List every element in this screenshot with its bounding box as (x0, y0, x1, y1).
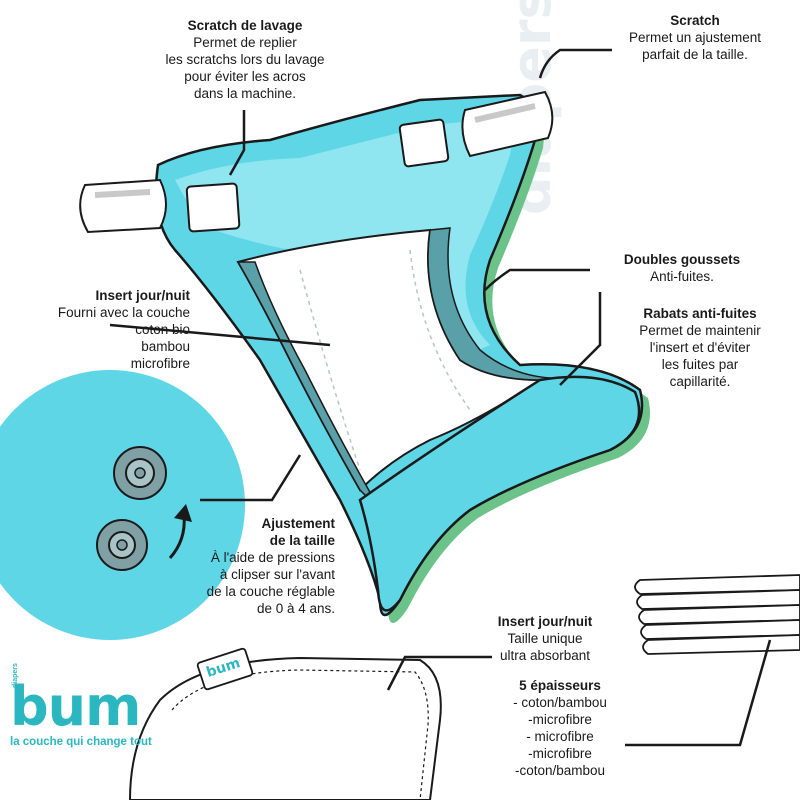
label-line: capillarité. (669, 374, 731, 389)
label-line: Anti-fuites. (650, 269, 714, 284)
label-line: à clipser sur l'avant (219, 567, 335, 582)
label-scratch: Scratch Permet un ajustement parfait de … (600, 12, 790, 63)
insert-tag-box (196, 647, 254, 691)
label-doubles-goussets: Doubles goussets Anti-fuites. (582, 251, 782, 285)
logo-word: bum (10, 675, 141, 738)
label-title: 5 épaisseurs (519, 678, 601, 693)
label-epaisseurs: 5 épaisseurs - coton/bambou -microfibre … (490, 677, 630, 779)
label-line: parfait de la taille. (642, 47, 748, 62)
label-line: les scratchs lors du lavage (165, 52, 325, 67)
label-line: -coton/bambou (514, 763, 606, 778)
label-line: Permet de maintenir (639, 323, 761, 338)
logo-tagline: la couche qui change tout (10, 736, 152, 748)
label-title: de la taille (269, 533, 335, 548)
label-line: ultra absorbant (499, 648, 591, 663)
label-line: bambou (141, 339, 190, 354)
wash-scratch-left (185, 182, 241, 233)
logo-small-text: diapers (12, 663, 19, 688)
label-insert-bottom: Insert jour/nuit Taille unique ultra abs… (470, 613, 620, 664)
bum-logo: diapers bum la couche qui change tout (10, 663, 170, 748)
label-line: Permet de replier (193, 35, 297, 50)
curved-arrow-icon (168, 504, 192, 559)
snap-detail-circle (0, 370, 245, 640)
label-line: l'insert et d'éviter (649, 340, 751, 355)
label-title: Insert jour/nuit (95, 288, 191, 303)
label-title: Rabats anti-fuites (643, 306, 757, 321)
label-line: les fuites par (661, 357, 739, 372)
label-title: Scratch de lavage (187, 18, 303, 33)
label-title: Ajustement (261, 516, 335, 531)
snap-button-icon (113, 446, 167, 500)
snap-button-icon (96, 519, 148, 571)
label-insert-left: Insert jour/nuit Fourni avec la couche c… (10, 287, 190, 372)
front-flap (358, 375, 641, 612)
insert-layers (634, 574, 800, 655)
label-title: Scratch (670, 13, 720, 28)
label-line: À l'aide de pressions (210, 550, 335, 565)
label-line: coton bio (135, 322, 190, 337)
label-line: dans la machine. (193, 86, 297, 101)
label-line: -microfibre (528, 712, 592, 727)
label-line: pour éviter les acros (184, 69, 306, 84)
label-line: microfibre (130, 356, 190, 371)
wash-scratch-right (398, 118, 450, 168)
label-title: Doubles goussets (623, 252, 741, 267)
label-line: Taille unique (507, 631, 583, 646)
label-rabats: Rabats anti-fuites Permet de maintenir l… (610, 305, 790, 390)
label-ajustement: Ajustement de la taille À l'aide de pres… (175, 515, 335, 617)
label-line: de la couche réglable (206, 584, 335, 599)
label-line: -microfibre (528, 746, 592, 761)
label-line: Fourni avec la couche (57, 305, 190, 320)
diaper-inner-band (175, 118, 512, 360)
label-scratch-lavage: Scratch de lavage Permet de replier les … (120, 17, 370, 102)
left-scratch-tab (79, 178, 167, 234)
label-line: de 0 à 4 ans. (256, 601, 335, 616)
label-line: Permet un ajustement (628, 30, 762, 45)
label-line: - microfibre (526, 729, 594, 744)
label-title: Insert jour/nuit (497, 614, 593, 629)
leader-lines (109, 48, 772, 747)
label-line: - coton/bambou (513, 695, 607, 710)
